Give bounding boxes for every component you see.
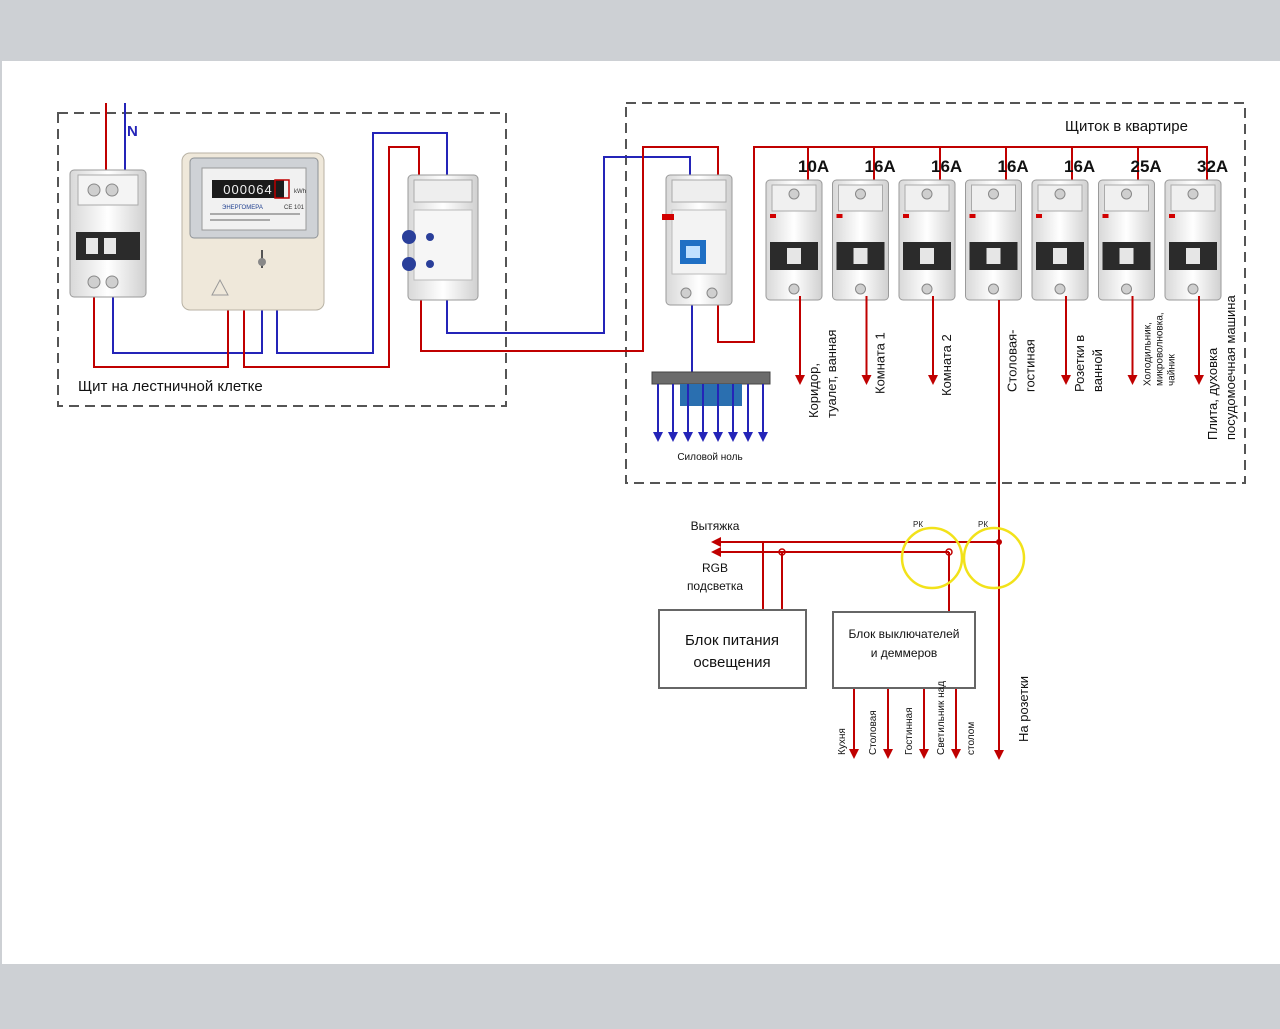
circuit-label: Комната 2: [939, 334, 954, 396]
neutral-bus-label: Силовой ноль: [677, 452, 742, 463]
breaker-rating: 16A: [865, 157, 896, 176]
circuit-breaker: [1098, 179, 1155, 301]
meter-unit: kWh: [294, 189, 306, 195]
breaker-rating: 16A: [931, 157, 962, 176]
staircase-panel-frame: [57, 112, 507, 407]
circuit-breaker: [898, 179, 956, 301]
electricity-meter: 000064 kWh ЭНЕРГОМЕРА CE 101: [181, 152, 325, 311]
lighting-output-label: Столовая: [868, 710, 879, 755]
breaker-rating: 16A: [1064, 157, 1095, 176]
breaker-rating: 32A: [1197, 157, 1228, 176]
lighting-output-label: Кухня: [837, 728, 848, 755]
junction-dot: [996, 539, 1002, 545]
junction-dot: [778, 548, 786, 556]
breaker-rating: 16A: [998, 157, 1029, 176]
circuit-breaker: [832, 179, 889, 301]
junction-label: РК: [978, 520, 988, 529]
breaker-output-arrows: Коридор,туалет, ванная Комната 1 Комната 2…: [795, 295, 1238, 440]
switch-block-box: [832, 611, 976, 689]
apartment-panel-label: Щиток в квартире: [1065, 118, 1188, 135]
circuit-label: Комната 1: [873, 332, 888, 394]
breaker-rating: 10A: [798, 157, 829, 176]
staircase-panel-label: Щит на лестничной клетке: [78, 378, 263, 395]
junction-dot: [945, 548, 953, 556]
apartment-breakers: 10A 16A 16A 16A 16A 25A 32A: [765, 157, 1228, 301]
neutral-bus: [651, 371, 771, 442]
meter-reading: 000064: [223, 182, 272, 197]
rcd-device: [662, 174, 733, 306]
breaker-rating: 25A: [1131, 157, 1162, 176]
sockets-label: На розетки: [1016, 676, 1031, 742]
neutral-wires: [112, 103, 693, 372]
phase-wires: [93, 103, 1208, 368]
circuit-breaker: [1031, 179, 1089, 301]
hood-label: Вытяжка: [691, 519, 740, 533]
junction-box-2: [962, 526, 1026, 590]
lighting-output-label: Гостинная: [904, 708, 915, 756]
meter-display: [212, 180, 284, 198]
main-breaker: [69, 169, 147, 298]
circuit-breaker: [965, 179, 1022, 301]
apartment-panel-frame: [625, 102, 1246, 484]
meter-brand: ЭНЕРГОМЕРА: [222, 205, 263, 211]
voltage-relay: [402, 174, 479, 301]
circuit-label: Столовая-гостиная: [1005, 330, 1038, 392]
power-supply-box: [658, 609, 807, 689]
meter-model: CE 101: [284, 205, 305, 211]
junction-label: РК: [913, 520, 923, 529]
neutral-label: N: [127, 123, 138, 140]
circuit-label: Коридор,туалет, ванная: [806, 330, 839, 418]
circuit-label: Холодильник,микроволновка,чайник: [1143, 312, 1178, 386]
junction-box-1: [900, 526, 964, 590]
circuit-breaker: [1164, 179, 1222, 301]
circuit-breaker: [765, 179, 823, 301]
